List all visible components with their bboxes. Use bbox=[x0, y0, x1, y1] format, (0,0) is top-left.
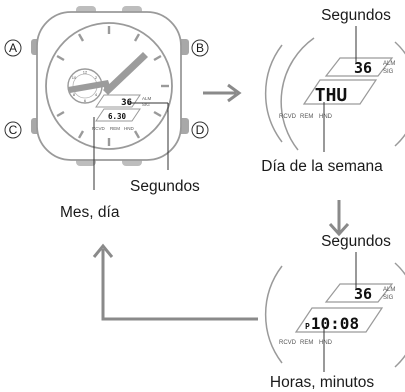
hour-marker bbox=[133, 33, 141, 42]
arrow-back-loop bbox=[92, 243, 258, 321]
zoom-day-label-hnd: HND bbox=[319, 114, 333, 120]
button-b-letter: B bbox=[196, 41, 204, 55]
zoom-day-side-alm: ALM bbox=[383, 61, 395, 67]
zoom-day-dial-edge bbox=[280, 37, 315, 151]
zoom-day-side-sig: SIG bbox=[383, 69, 394, 75]
subdial-mark-4: 4 bbox=[95, 92, 98, 97]
zoom-day-label-rem: REM bbox=[300, 114, 313, 120]
button-b-marker: B bbox=[191, 39, 209, 57]
main-watch: 12 2 4 6 8 10 36 ALM SIG 6.30 RCVD REM H… bbox=[4, 6, 209, 221]
hand-pivot bbox=[104, 84, 112, 92]
hour-markers bbox=[56, 26, 169, 146]
label-seconds-bottom: Segundos bbox=[321, 233, 391, 250]
subdial-mark-10: 10 bbox=[72, 75, 77, 80]
hour-marker bbox=[153, 110, 162, 118]
hour-marker bbox=[153, 54, 162, 62]
zoom-day-label-rcvd: RCVD bbox=[279, 114, 297, 120]
subdial-mark-6: 6 bbox=[84, 98, 87, 103]
button-a-letter: A bbox=[9, 41, 17, 55]
zoom-time-side-sig: SIG bbox=[383, 295, 394, 301]
hour-marker bbox=[133, 130, 141, 139]
zoom-time-pm-marker: P bbox=[305, 322, 310, 331]
hour-marker bbox=[77, 130, 85, 139]
label-seconds-top: Segundos bbox=[321, 7, 391, 24]
main-side-alm: ALM bbox=[142, 96, 152, 101]
main-upper-value: 36 bbox=[121, 98, 132, 108]
zoom-day-main-value: THU bbox=[315, 85, 348, 106]
main-label-rcvd: RCVD bbox=[92, 126, 106, 131]
zoom-time-label-rcvd: RCVD bbox=[279, 340, 297, 346]
zoom-day-upper-value: 36 bbox=[354, 59, 372, 77]
zoom-time-main-value: 10:08 bbox=[311, 314, 359, 333]
arrow-down bbox=[328, 200, 350, 237]
digital-display: 36 ALM SIG 6.30 RCVD REM HND bbox=[92, 94, 152, 131]
arrow-right bbox=[203, 83, 242, 103]
main-side-sig: SIG bbox=[142, 102, 150, 107]
zoom-time-label-hnd: HND bbox=[319, 340, 333, 346]
zoom-time-label-rem: REM bbox=[300, 340, 313, 346]
zoom-time-side-alm: ALM bbox=[383, 287, 395, 293]
main-label-hnd: HND bbox=[124, 126, 134, 131]
hour-hand bbox=[68, 80, 110, 93]
subdial-mark-8: 8 bbox=[73, 92, 76, 97]
minute-hand bbox=[103, 52, 148, 95]
label-month-day: Mes, día bbox=[60, 204, 120, 221]
label-hours-minutes: Horas, minutos bbox=[270, 374, 374, 391]
label-seconds-main: Segundos bbox=[130, 178, 200, 195]
subdial-mark-2: 2 bbox=[95, 75, 98, 80]
main-lower-value: 6.30 bbox=[108, 112, 127, 121]
zoom-hours-minutes: 36 ALM SIG P 10:08 RCVD REM HND Segundos… bbox=[264, 233, 405, 391]
hour-marker bbox=[56, 54, 65, 62]
main-label-rem: REM bbox=[110, 126, 120, 131]
watch-hands bbox=[68, 52, 148, 95]
button-c-letter: C bbox=[9, 123, 18, 137]
button-a-marker: A bbox=[4, 39, 22, 57]
label-day-of-week: Día de la semana bbox=[261, 158, 383, 175]
hour-marker bbox=[56, 110, 65, 118]
button-d-marker: D bbox=[191, 121, 209, 139]
zoom-day-of-week: 36 ALM SIG THU RCVD REM HND Segundos Día… bbox=[261, 7, 405, 175]
subdial-mark-12: 12 bbox=[83, 70, 88, 75]
zoom-time-upper-value: 36 bbox=[354, 285, 372, 303]
hour-marker bbox=[77, 33, 85, 42]
button-c-marker: C bbox=[4, 121, 22, 139]
button-d-letter: D bbox=[196, 123, 205, 137]
